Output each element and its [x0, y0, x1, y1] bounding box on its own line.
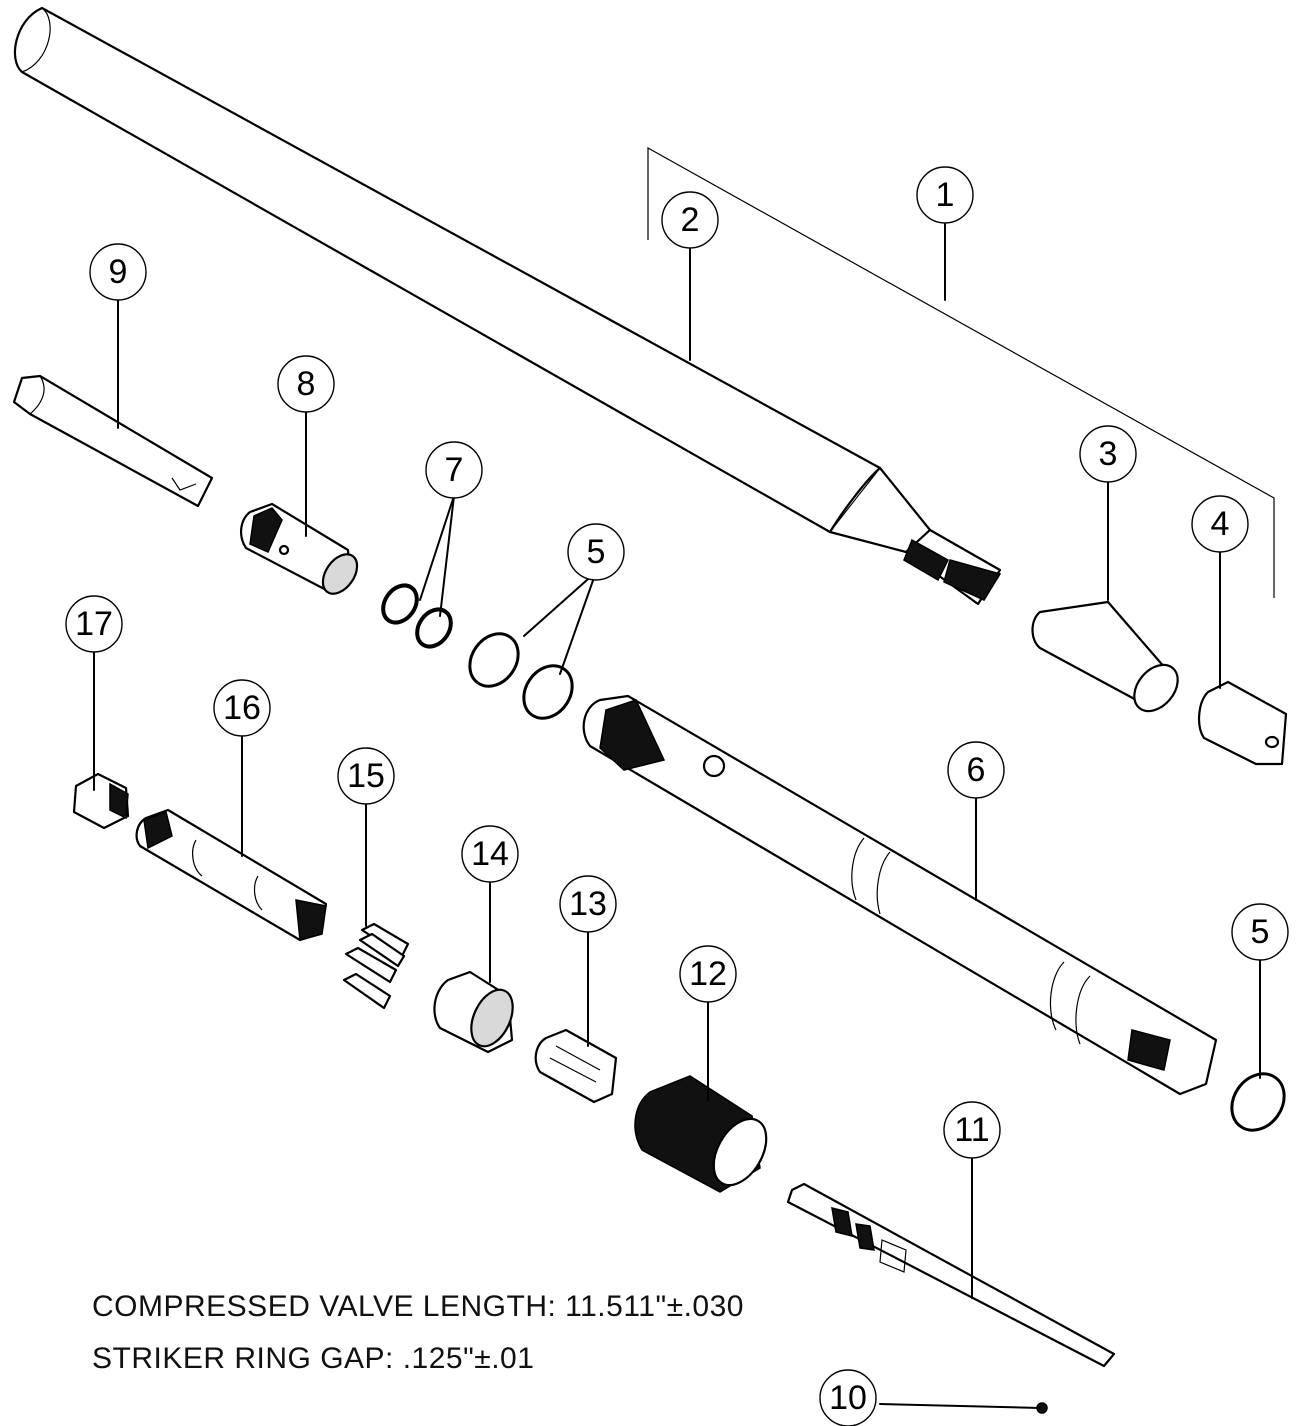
part-2-tube	[13, 6, 1002, 606]
balloon-1: 1	[916, 166, 974, 224]
part-4-fitting	[1198, 680, 1288, 766]
part-6-housing	[582, 694, 1218, 1096]
balloon-17-label: 17	[75, 605, 113, 643]
balloon-14-label: 14	[471, 835, 509, 873]
balloon-13-label: 13	[569, 885, 607, 923]
balloon-4: 4	[1191, 495, 1249, 553]
balloon-3-label: 3	[1099, 435, 1118, 473]
part-8-body	[240, 502, 359, 595]
balloon-17: 17	[65, 595, 123, 653]
note-compressed-valve-length: COMPRESSED VALVE LENGTH: 11.511"±.030	[92, 1290, 744, 1323]
balloon-16-label: 16	[223, 689, 261, 727]
part-12-collar	[634, 1075, 768, 1193]
part-16-stem	[135, 808, 328, 942]
balloon-8: 8	[277, 355, 335, 413]
part-7-o-rings	[381, 583, 453, 649]
balloon-15-label: 15	[347, 757, 385, 795]
balloon-10: 10	[819, 1369, 877, 1426]
balloon-5-right-label: 5	[1251, 913, 1270, 951]
note-striker-ring-gap: STRIKER RING GAP: .125"±.01	[92, 1342, 535, 1375]
balloon-10-label: 10	[829, 1379, 867, 1417]
part-17-nut	[72, 772, 130, 830]
balloon-5-right: 5	[1231, 903, 1289, 961]
assembly-1-bracket	[647, 146, 1275, 598]
part-5-striker-rings	[468, 632, 574, 720]
balloon-12-label: 12	[689, 955, 727, 993]
balloon-6: 6	[947, 741, 1005, 799]
balloon-7: 7	[425, 441, 483, 499]
balloon-11-label: 11	[954, 1111, 989, 1149]
balloon-9-label: 9	[109, 253, 128, 291]
balloon-8-label: 8	[297, 365, 316, 403]
balloon-4-label: 4	[1211, 505, 1230, 543]
balloon-12: 12	[679, 945, 737, 1003]
leader-lines	[93, 221, 1261, 1409]
balloon-2-label: 2	[681, 201, 700, 239]
balloon-11: 11	[943, 1101, 1001, 1159]
balloon-14: 14	[461, 825, 519, 883]
balloon-1-label: 1	[936, 176, 955, 214]
balloon-7-label: 7	[445, 451, 464, 489]
part-5-striker-ring-right	[1230, 1072, 1286, 1132]
balloon-15: 15	[337, 747, 395, 805]
balloon-5-upper: 5	[567, 523, 625, 581]
balloon-9: 9	[89, 243, 147, 301]
balloon-13: 13	[559, 875, 617, 933]
balloon-2: 2	[661, 191, 719, 249]
part-3-cone	[1031, 600, 1179, 713]
part-13-sleeve	[534, 1028, 618, 1104]
part-9-tube	[12, 374, 214, 508]
balloon-5-upper-label: 5	[587, 533, 606, 571]
part-11-stem	[786, 1182, 1116, 1368]
balloon-16: 16	[213, 679, 271, 737]
part-15-screws	[342, 922, 410, 1010]
part-14-bearing	[433, 970, 514, 1054]
balloon-6-label: 6	[967, 751, 986, 789]
balloon-3: 3	[1079, 425, 1137, 483]
